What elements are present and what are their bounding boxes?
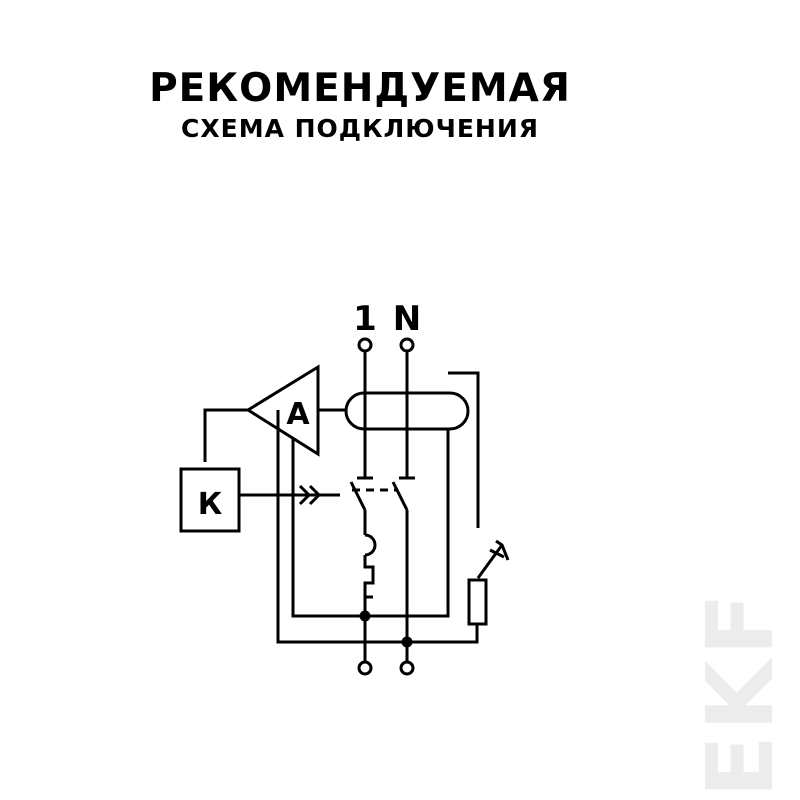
title-block: РЕКОМЕНДУЕМАЯ СХЕМА ПОДКЛЮЧЕНИЯ	[0, 66, 720, 144]
thermal-trip-element	[363, 555, 375, 599]
switch-blade-1	[349, 481, 367, 511]
junction-dot-1	[359, 610, 371, 622]
amplifier-to-relay-wire	[203, 408, 248, 462]
test-button-blade	[476, 544, 504, 579]
test-circuit-upper	[448, 371, 480, 528]
amplifier-label: А	[286, 397, 310, 432]
terminal-label-n: N	[393, 299, 421, 339]
relay-box	[179, 467, 241, 533]
page-title: РЕКОМЕНДУЕМАЯ	[149, 66, 571, 111]
junction-dot-n	[401, 636, 413, 648]
amplifier-supply-loop	[291, 438, 365, 618]
relay-link-chevron-2	[308, 484, 322, 506]
test-circuit-outer-loop	[276, 410, 407, 644]
test-resistor	[467, 578, 488, 626]
terminal-label-1: 1	[353, 299, 377, 339]
ekf-watermark: EKF	[687, 589, 794, 798]
terminal-n-bottom	[399, 660, 415, 676]
magnetic-trip-coil	[364, 533, 377, 557]
test-button-actuator-stem	[489, 548, 505, 559]
relay-link-chevron-1	[298, 484, 312, 506]
test-button-actuator	[495, 539, 510, 561]
terminal-1-bottom	[357, 660, 373, 676]
terminal-n-top	[399, 337, 415, 353]
switch-blade-n	[391, 481, 409, 511]
test-circuit-return	[407, 625, 479, 644]
test-circuit-top-wire	[365, 429, 450, 618]
terminal-1-top	[357, 337, 373, 353]
relay-label: К	[198, 487, 223, 522]
page-subtitle: СХЕМА ПОДКЛЮЧЕНИЯ	[181, 114, 539, 143]
